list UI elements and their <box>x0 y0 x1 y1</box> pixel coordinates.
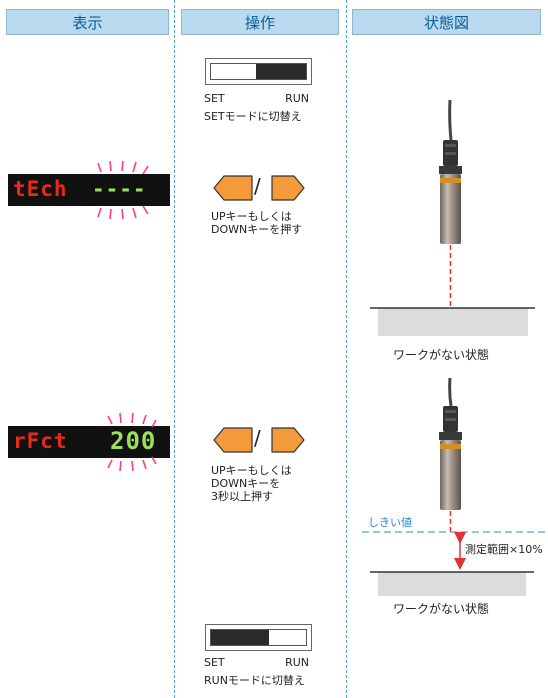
instruction-line-2: DOWNキーを <box>211 477 281 490</box>
instruction-line-1: UPキーもしくは <box>211 210 292 223</box>
display-text-rfct: rFct <box>13 429 68 453</box>
instruction-line-2: DOWNキーを押す <box>211 223 303 236</box>
switch-label-run: RUN <box>285 656 309 669</box>
column-divider-2 <box>346 0 347 698</box>
down-key-icon[interactable] <box>213 175 253 201</box>
up-key-icon[interactable] <box>271 175 305 201</box>
no-work-caption-2: ワークがない状態 <box>393 602 490 616</box>
keys-slash-2: / <box>254 426 261 450</box>
up-down-keys <box>213 175 305 201</box>
switch-slider <box>256 64 306 79</box>
sensor-diagram-threshold <box>362 378 546 596</box>
column-divider-1 <box>174 0 175 698</box>
up-key-icon[interactable] <box>271 427 305 453</box>
mode-switch-set[interactable] <box>205 58 312 85</box>
display-value-dashes: ---- <box>92 177 147 201</box>
threshold-label: しきい値 <box>368 516 412 529</box>
instruction-line-3: 3秒以上押す <box>211 490 273 503</box>
display-panel-rfct: rFct 200 <box>8 426 170 458</box>
range-label: 測定範囲×10% <box>465 543 543 556</box>
rfct-instruction: UPキーもしくは DOWNキーを 3秒以上押す <box>211 464 292 503</box>
header-display: 表示 <box>6 9 169 35</box>
keys-slash: / <box>254 174 261 198</box>
switch-label-set: SET <box>204 92 225 105</box>
blink-rays-icon <box>97 160 149 220</box>
display-value-200: 200 <box>110 427 157 455</box>
teach-instruction: UPキーもしくは DOWNキーを押す <box>211 210 302 236</box>
sensor-diagram-no-work <box>370 100 535 336</box>
no-work-caption-1: ワークがない状態 <box>393 348 490 362</box>
blink-rays-icon-2 <box>107 412 157 472</box>
header-operation: 操作 <box>181 9 339 35</box>
switch-slider <box>211 630 269 645</box>
set-mode-caption: SETモードに切替え <box>204 110 302 123</box>
display-text-teach: tEch <box>13 177 68 201</box>
up-down-keys-2 <box>213 427 305 453</box>
mode-switch-run[interactable] <box>205 624 312 651</box>
header-state-diagram: 状態図 <box>352 9 541 35</box>
display-panel-teach: tEch ---- <box>8 174 170 206</box>
switch-label-set: SET <box>204 656 225 669</box>
down-key-icon[interactable] <box>213 427 253 453</box>
run-mode-caption: RUNモードに切替え <box>204 674 305 687</box>
switch-label-run: RUN <box>285 92 309 105</box>
instruction-line-1: UPキーもしくは <box>211 464 292 477</box>
